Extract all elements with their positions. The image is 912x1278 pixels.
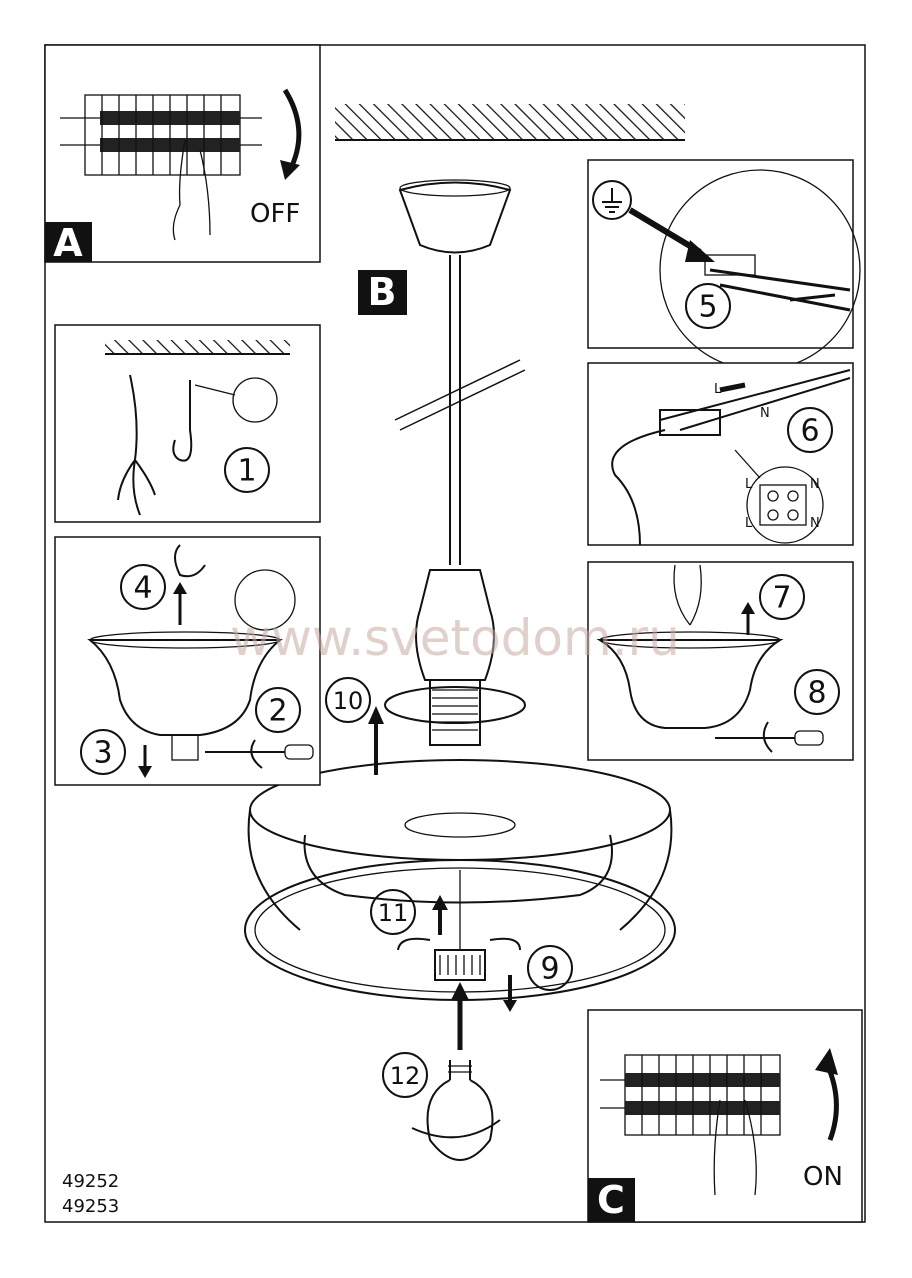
panel-a-breaker-off: A OFF xyxy=(44,44,321,265)
step-9: 9 xyxy=(527,945,573,991)
panel-5-earth-connection xyxy=(587,159,861,371)
step-5: 5 xyxy=(685,283,731,329)
off-label: OFF xyxy=(250,199,300,229)
svg-text:10: 10 xyxy=(333,687,364,715)
panel-1-ceiling-hook xyxy=(54,324,321,523)
svg-text:5: 5 xyxy=(698,290,717,325)
step-4: 4 xyxy=(120,564,166,610)
arrow-down-icon xyxy=(282,88,302,172)
pendant-lamp-illustration xyxy=(244,179,676,1161)
step-3: 3 xyxy=(80,729,126,775)
step-8: 8 xyxy=(794,669,840,715)
svg-text:2: 2 xyxy=(268,694,287,729)
watermark: www.svetodom.ru xyxy=(230,609,680,667)
label-c-badge xyxy=(588,1178,635,1222)
terminal-neutral-top-label: N xyxy=(810,477,820,492)
label-a-badge xyxy=(45,222,92,262)
terminal-neutral-bottom-label: N xyxy=(810,516,820,531)
label-a: A xyxy=(53,221,83,265)
terminal-live-bottom-label: L xyxy=(745,516,753,531)
step-6: 6 xyxy=(787,407,833,453)
svg-text:9: 9 xyxy=(540,952,559,987)
svg-text:8: 8 xyxy=(807,676,826,711)
ground-symbol-icon xyxy=(592,180,632,220)
step-1: 1 xyxy=(224,447,270,493)
live-wire-label: L xyxy=(714,382,722,397)
terminal-live-top-label: L xyxy=(745,477,753,492)
panel-7-8-canopy-fix xyxy=(587,561,854,761)
svg-text:4: 4 xyxy=(133,571,152,606)
svg-text:11: 11 xyxy=(378,899,409,927)
step-10: 10 xyxy=(325,677,371,723)
on-label: ON xyxy=(803,1162,843,1192)
panel-2-4-canopy xyxy=(54,536,321,786)
step-12: 12 xyxy=(382,1052,428,1098)
svg-text:1: 1 xyxy=(237,454,256,489)
svg-text:12: 12 xyxy=(390,1062,421,1090)
svg-text:7: 7 xyxy=(772,581,791,616)
ceiling-hatch xyxy=(335,104,685,141)
svg-text:6: 6 xyxy=(800,414,819,449)
breaker-panel-icon xyxy=(60,94,262,241)
model-number-2: 49253 xyxy=(62,1196,119,1217)
step-11: 11 xyxy=(370,889,416,935)
svg-text:3: 3 xyxy=(93,736,112,771)
model-number-1: 49252 xyxy=(62,1171,119,1192)
label-b-badge xyxy=(358,270,407,315)
label-b: B xyxy=(368,270,397,314)
panel-c-breaker-on: C ON xyxy=(587,1009,863,1223)
label-c: C xyxy=(597,1178,625,1222)
panel-6-terminal-block xyxy=(587,362,854,546)
step-2: 2 xyxy=(255,687,301,733)
step-7: 7 xyxy=(759,574,805,620)
neutral-wire-label: N xyxy=(760,406,770,421)
step-numbers: 1 2 3 4 5 6 7 8 9 10 11 12 xyxy=(80,283,840,1098)
